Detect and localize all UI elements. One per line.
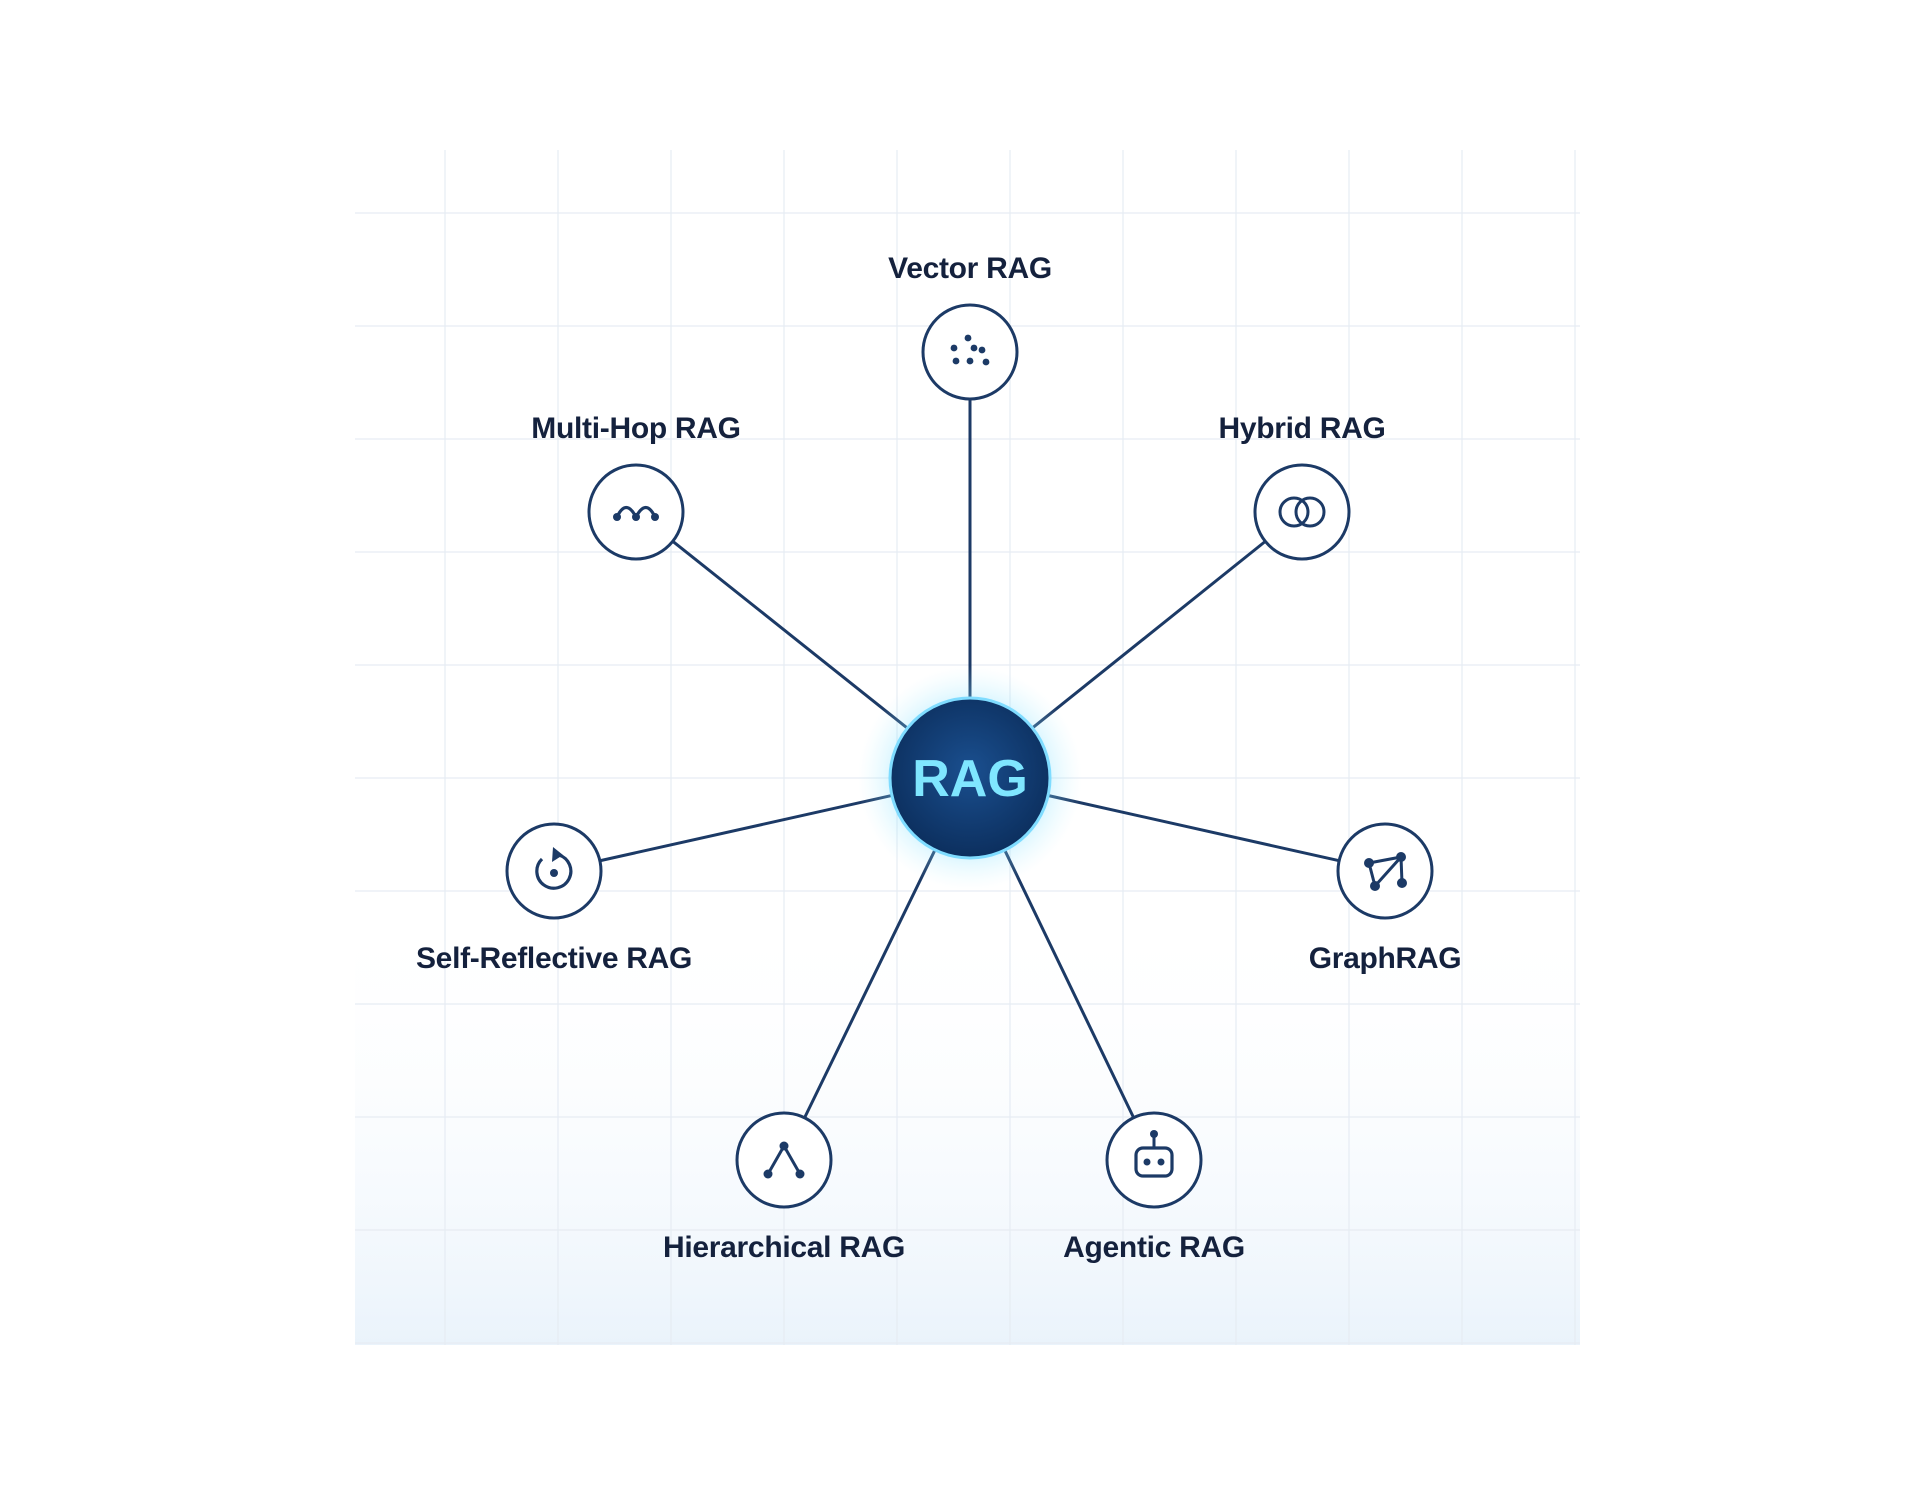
node-agentic[interactable]: Agentic RAG <box>1063 1111 1245 1264</box>
connector-graph <box>1047 794 1340 863</box>
connector-agentic <box>1003 849 1135 1119</box>
connector-multihop <box>671 540 909 730</box>
node-label-hierarchical: Hierarchical RAG <box>663 1231 905 1264</box>
node-graph[interactable]: GraphRAG <box>1309 822 1462 975</box>
scatter-dots-icon <box>950 334 990 366</box>
hub-label: RAG <box>912 750 1028 808</box>
node-circle <box>1105 1111 1203 1209</box>
connector-hybrid <box>1031 540 1267 730</box>
node-circle <box>587 463 685 561</box>
connector-hierarchical <box>803 849 937 1119</box>
graph-network-icon <box>1364 852 1407 891</box>
refresh-cycle-icon <box>535 847 573 890</box>
node-label-hybrid: Hybrid RAG <box>1218 412 1385 445</box>
node-circle <box>1336 822 1434 920</box>
node-label-multihop: Multi-Hop RAG <box>531 412 740 445</box>
hub-node[interactable]: RAG <box>858 666 1082 890</box>
overlapping-circles-icon <box>1278 496 1326 528</box>
node-vector[interactable]: Vector RAG <box>888 252 1052 401</box>
robot-icon <box>1134 1130 1174 1178</box>
hop-arcs-icon <box>613 505 659 521</box>
connector-selfreflective <box>599 793 893 863</box>
node-hybrid[interactable]: Hybrid RAG <box>1218 412 1386 561</box>
node-label-agentic: Agentic RAG <box>1063 1231 1245 1264</box>
node-label-graph: GraphRAG <box>1309 942 1462 975</box>
node-circle <box>921 303 1019 401</box>
node-hierarchical[interactable]: Hierarchical RAG <box>663 1111 905 1264</box>
node-multihop[interactable]: Multi-Hop RAG <box>531 412 741 561</box>
node-selfreflective[interactable]: Self-Reflective RAG <box>416 822 692 975</box>
connector-lines <box>599 399 1340 1119</box>
node-circle <box>1253 463 1351 561</box>
node-circle <box>735 1111 833 1209</box>
hierarchy-tree-icon <box>763 1141 805 1179</box>
node-label-selfreflective: Self-Reflective RAG <box>416 942 692 975</box>
node-label-vector: Vector RAG <box>888 252 1052 285</box>
